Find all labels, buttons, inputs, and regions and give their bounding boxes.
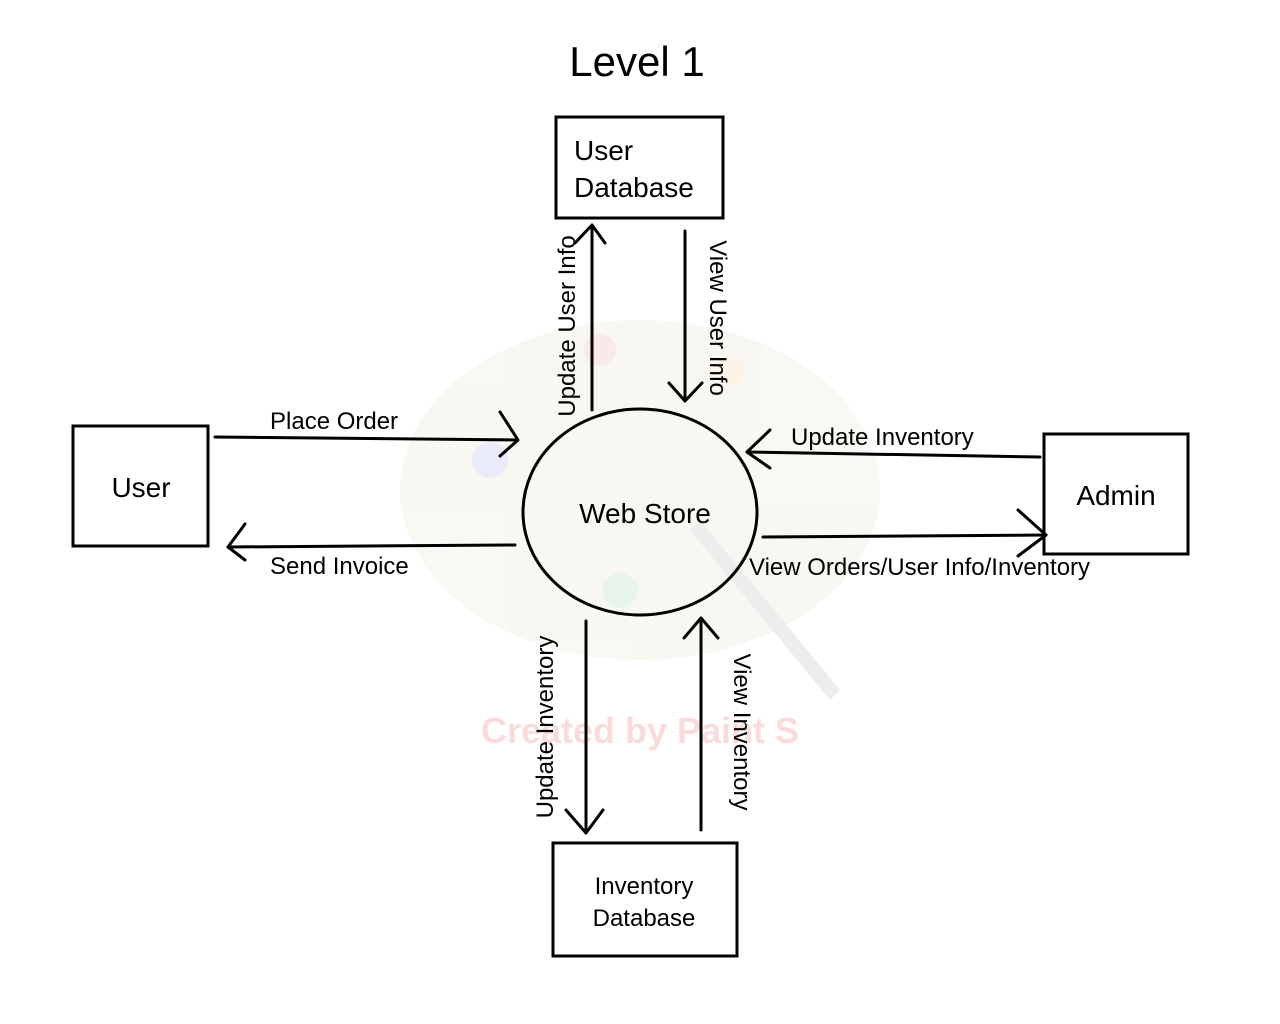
view-orders-label: View Orders/User Info/Inventory — [749, 554, 1090, 581]
view-orders-arrow — [761, 508, 1048, 558]
place-order-arrow — [213, 410, 520, 458]
admin-entity-label: Admin — [1076, 480, 1155, 511]
db-update-inventory-arrow — [564, 619, 605, 835]
update-user-info-arrow — [573, 223, 607, 412]
view-inventory-label: View Inventory — [728, 654, 755, 811]
place-order-label: Place Order — [270, 408, 398, 435]
user-entity-label: User — [111, 472, 170, 503]
view-inventory-arrow — [682, 616, 720, 832]
update-user-info-label: Update User Info — [554, 235, 581, 416]
user-database-label-line2: Database — [574, 172, 694, 203]
view-user-info-label: View User Info — [704, 240, 731, 396]
inventory-database-label-line1: Inventory — [595, 873, 694, 900]
admin-entity: Admin — [1042, 432, 1190, 556]
view-user-info-arrow — [667, 229, 704, 403]
admin-update-inventory-arrow — [745, 428, 1042, 470]
watermark-text: Created by Paint S — [481, 710, 799, 751]
web-store-label: Web Store — [579, 498, 711, 529]
diagram-title: Level 1 — [569, 38, 704, 85]
db-update-inventory-label: Update Inventory — [532, 636, 559, 819]
send-invoice-label: Send Invoice — [270, 553, 409, 580]
inventory-database-label-line2: Database — [593, 905, 696, 932]
inventory-database-store: Inventory Database — [551, 841, 739, 958]
user-database-store: User Database — [554, 115, 725, 220]
watermark-logo — [400, 320, 880, 700]
send-invoice-arrow — [226, 522, 517, 562]
user-entity: User — [71, 424, 210, 548]
web-store-process: Web Store — [521, 407, 759, 617]
admin-update-inventory-label: Update Inventory — [791, 424, 974, 451]
user-database-label-line1: User — [574, 135, 633, 166]
